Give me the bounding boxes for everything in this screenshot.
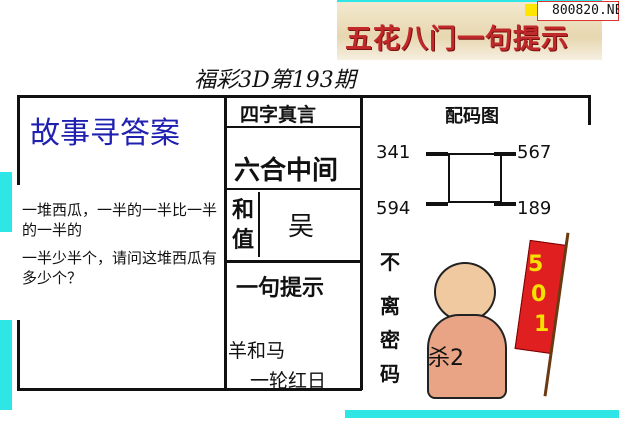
- sum-label-2: 值: [232, 228, 255, 253]
- vertical-char: 密: [380, 328, 400, 352]
- hint-line-2: 一轮红日: [250, 370, 327, 392]
- story-heading: 故事寻答案: [30, 116, 180, 151]
- hint-line-1: 羊和马: [228, 340, 286, 362]
- banner-title: 五花八门一句提示: [345, 24, 569, 55]
- vertical-char: 不: [380, 250, 400, 274]
- table-top: [17, 95, 590, 98]
- pair-number: 341: [376, 142, 411, 163]
- flag-digit: 5: [528, 252, 544, 277]
- pairing-heading: 配码图: [445, 106, 499, 127]
- watermark: 800820.NET: [537, 1, 619, 21]
- vertical-char: 码: [380, 362, 400, 386]
- pair-connector: [426, 152, 448, 156]
- pair-connector: [494, 152, 516, 156]
- row-line-3: [224, 260, 362, 263]
- story-line-1: 一堆西瓜，一半的一半比一半的一半的: [22, 201, 218, 239]
- cyan-border-left: [0, 172, 12, 232]
- vertical-char: 离: [380, 294, 400, 318]
- watermark-square-icon: [525, 4, 537, 16]
- pairing-box: [448, 153, 502, 203]
- four-words-heading: 四字真言: [240, 104, 317, 126]
- cartoon-figure-icon: [412, 262, 522, 402]
- table-right: [588, 95, 591, 125]
- table-left: [17, 95, 20, 185]
- cyan-border-left-lower: [0, 320, 12, 410]
- flag-digit: 0: [531, 282, 547, 307]
- hint-heading: 一句提示: [236, 276, 325, 301]
- col-divider-2: [360, 95, 363, 390]
- pair-number: 567: [517, 142, 552, 163]
- pair-number: 594: [376, 198, 411, 219]
- cyan-border-bottom: [345, 410, 619, 418]
- sum-label-1: 和: [232, 198, 255, 223]
- kill-number: 杀2: [428, 346, 464, 371]
- row-line-1: [224, 126, 362, 128]
- col-divider-1: [224, 95, 227, 390]
- sum-value: 吴: [288, 212, 315, 242]
- four-words-phrase: 六合中间: [234, 156, 339, 186]
- story-line-2: 一半少半个，请问这堆西瓜有多少个？: [22, 249, 218, 287]
- pair-connector: [426, 202, 448, 206]
- table-left-lower: [17, 320, 20, 390]
- pair-number: 189: [517, 198, 552, 219]
- row-line-sum: [258, 192, 260, 257]
- issue-title: 福彩3D第193期: [194, 68, 356, 93]
- flag-digit: 1: [534, 312, 550, 337]
- row-line-2: [224, 188, 362, 190]
- pair-connector: [494, 202, 516, 206]
- table-bottom: [17, 388, 362, 391]
